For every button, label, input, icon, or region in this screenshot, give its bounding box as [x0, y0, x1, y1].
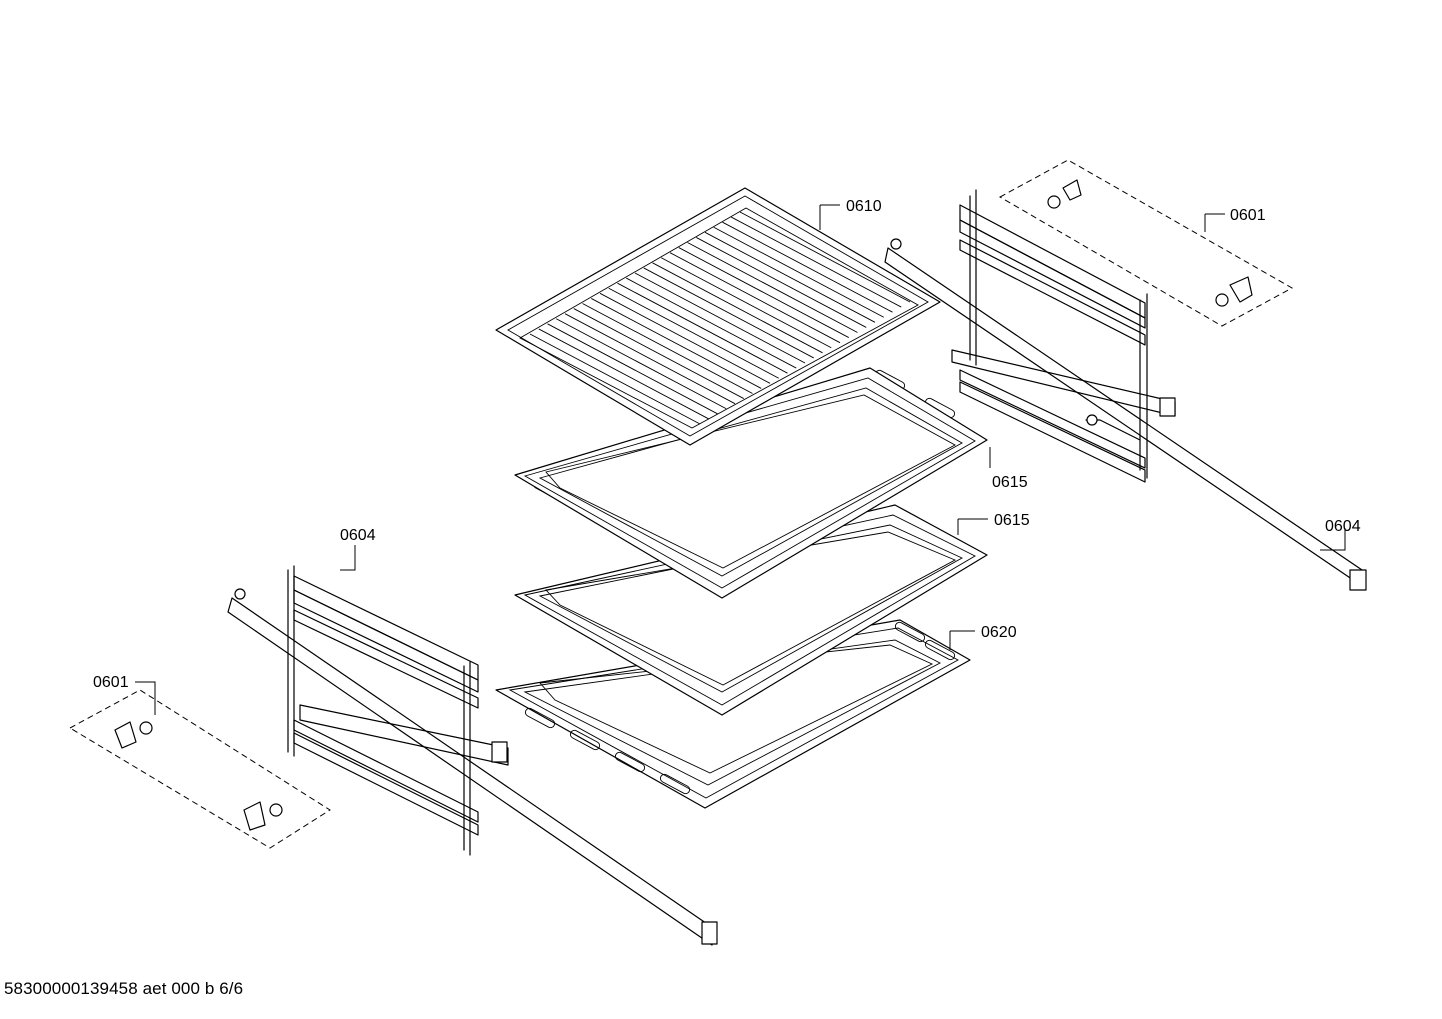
clip-set-left-part — [68, 689, 331, 849]
callout-rail-right: 0604 — [1325, 518, 1361, 535]
drawing-code: 58300000139458 aet 000 b 6/6 — [4, 979, 244, 998]
side-rail-frame-left — [287, 565, 509, 856]
callout-wire-rack: 0610 — [846, 198, 882, 215]
callout-leaders — [135, 204, 1346, 715]
side-rail-frame-right — [951, 189, 1176, 483]
wire-rack-part — [495, 187, 941, 446]
callout-rail-left: 0604 — [340, 527, 376, 544]
rail-right-part — [884, 238, 1367, 591]
callout-clip-set-left: 0601 — [93, 674, 129, 691]
callout-deep-pan: 0620 — [981, 624, 1017, 641]
baking-tray-lower-part — [514, 504, 988, 716]
callout-clip-set-right: 0601 — [1230, 207, 1266, 224]
callout-baking-tray-upper: 0615 — [992, 474, 1028, 491]
callout-baking-tray-lower: 0615 — [994, 512, 1030, 529]
rail-left-part — [227, 588, 718, 946]
clip-set-right-part — [998, 159, 1294, 327]
